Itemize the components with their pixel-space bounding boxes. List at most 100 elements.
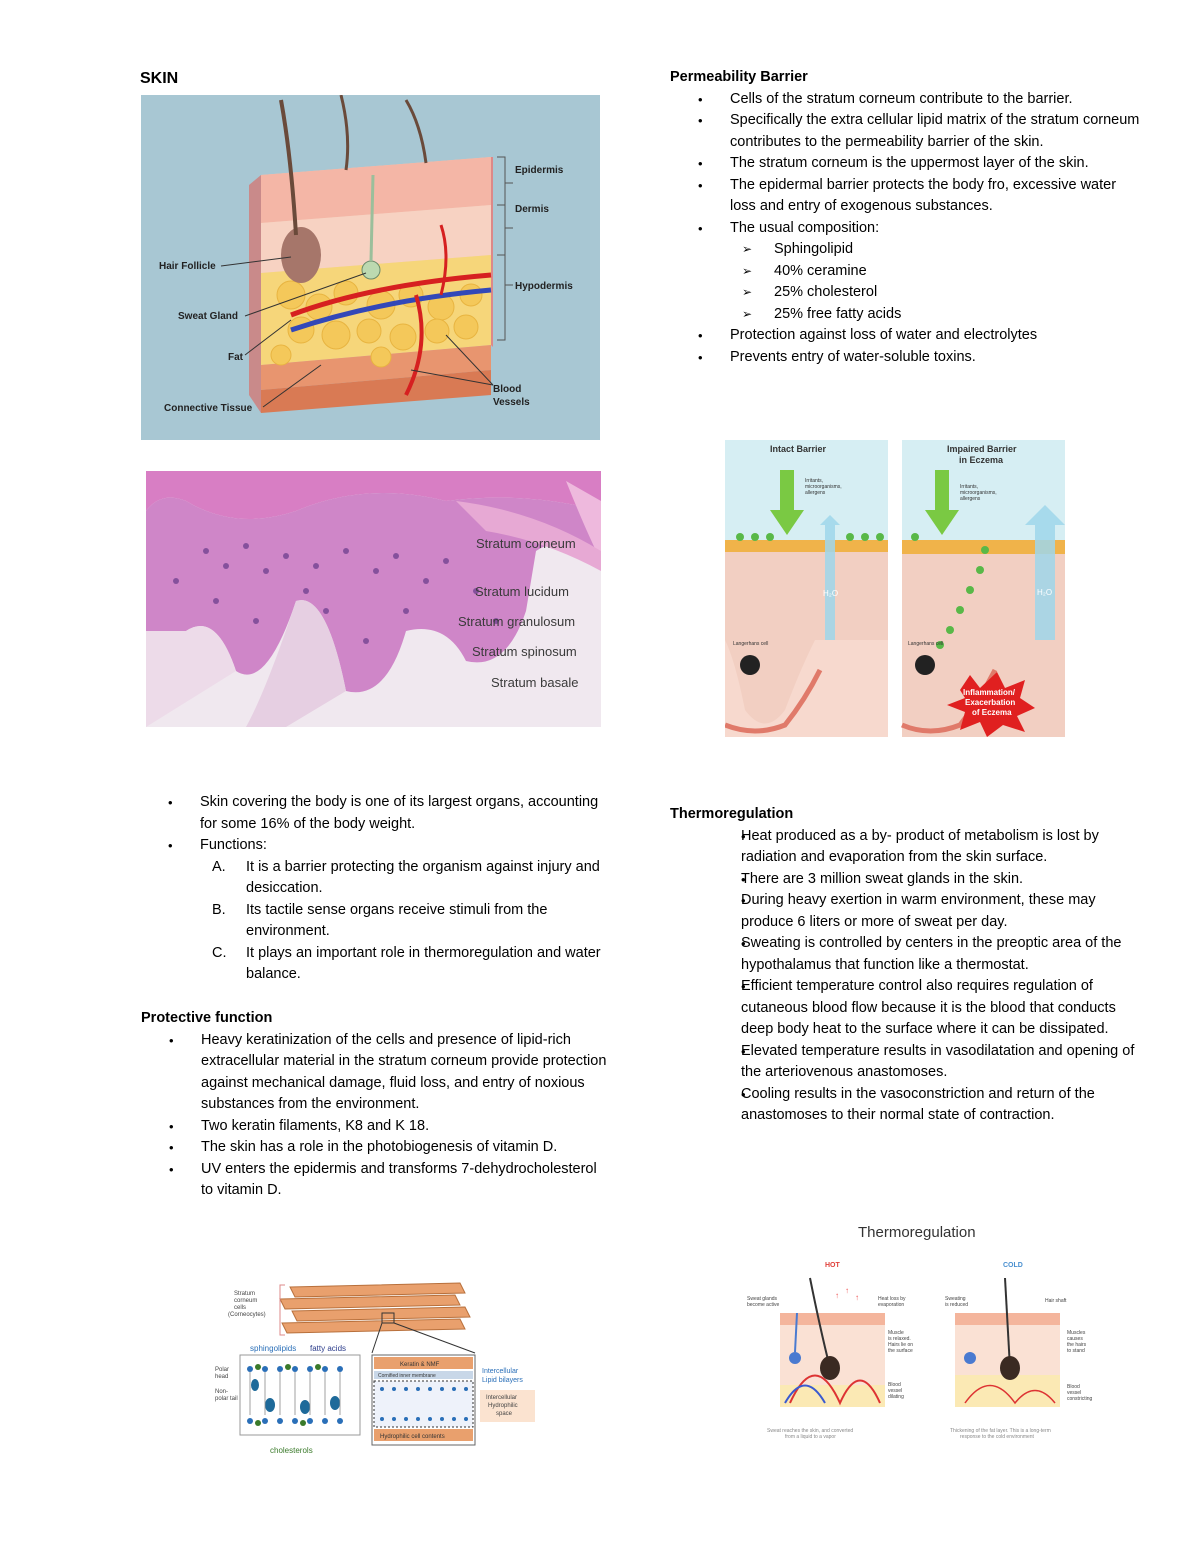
function-text: Its tactile sense organs receive stimuli… (246, 901, 548, 940)
protective-bullet: Heavy keratinization of the cells and pr… (141, 1030, 611, 1116)
lipid-label-cholesterols: cholesterols (270, 1446, 313, 1455)
thermo-cold-label: COLD (1003, 1262, 1023, 1269)
thermo-bullet: During heavy exertion in warm environmen… (670, 890, 1140, 933)
label-epidermis: Epidermis (515, 165, 564, 176)
thermo-sweat-active-0: Sweat glands (747, 1296, 778, 1302)
thermo-bullet: Efficient temperature control also requi… (670, 976, 1140, 1041)
histology-figure: Stratum corneum Stratum lucidum Stratum … (146, 471, 601, 727)
label-dermis: Dermis (515, 204, 549, 215)
thermo-heat-loss-1: evaporation (878, 1302, 904, 1308)
permeability-bullet: The epidermal barrier protects the body … (670, 175, 1140, 218)
thermoregulation-section: Thermoregulation Heat produced as a by- … (670, 804, 1140, 1127)
barrier-inflammation-0: Inflammation/ (963, 688, 1016, 697)
label-blood: Blood (493, 384, 521, 395)
protective-section: Protective function Heavy keratinization… (141, 1008, 611, 1202)
protective-bullet: UV enters the epidermis and transforms 7… (141, 1159, 611, 1202)
lipid-label-space-0: Intercellular (486, 1395, 517, 1401)
label-connective-tissue: Connective Tissue (164, 403, 253, 414)
permeability-section: Permeability Barrier Cells of the stratu… (670, 67, 1140, 368)
label-vessels: Vessels (493, 397, 530, 408)
thermo-muscles-0: Muscles (1067, 1330, 1086, 1336)
intro-bullet: Functions: (140, 835, 610, 857)
composition-item: 40% ceramine (730, 261, 1140, 283)
thermo-blood-dil-2: dilating (888, 1394, 904, 1400)
thermo-bullet: There are 3 million sweat glands in the … (670, 869, 1140, 891)
lipid-label-hydrophilic-contents: Hydrophilic cell contents (380, 1434, 445, 1440)
thermo-muscles-1: causes (1067, 1336, 1083, 1342)
function-text: It is a barrier protecting the organism … (246, 858, 600, 897)
thermo-heat-loss-0: Heat loss by (878, 1296, 906, 1302)
thermo-bullet: Cooling results in the vasoconstriction … (670, 1084, 1140, 1127)
thermo-sweating-0: Sweating (945, 1296, 966, 1302)
lipid-label-polar-0: Polar (215, 1367, 229, 1373)
protective-heading: Protective function (141, 1010, 273, 1026)
thermo-caption-cold-0: Thickening of the fat layer. This is a l… (950, 1428, 1051, 1434)
lipid-label-cornified: Cornified inner membrane (378, 1373, 436, 1379)
permeability-bullet: The stratum corneum is the uppermost lay… (670, 153, 1140, 175)
thermo-blood-dil-1: vessel (888, 1388, 902, 1394)
lipid-label-intercellular-1: Lipid bilayers (482, 1377, 523, 1384)
histology-label-lucidum: Stratum lucidum (475, 584, 569, 599)
function-marker: C. (212, 944, 227, 961)
lipid-label-space-2: space (496, 1411, 513, 1417)
lipid-label-stratum-2: cells (234, 1305, 246, 1311)
function-marker: B. (212, 901, 226, 918)
lipid-label-space-1: Hydrophilic (488, 1403, 518, 1409)
permeability-bullet: Prevents entry of water-soluble toxins. (670, 347, 1140, 369)
lipid-label-sphingolipids: sphingolipids (250, 1344, 296, 1353)
permeability-bullet: Cells of the stratum corneum contribute … (670, 89, 1140, 111)
thermoregulation-figure: Thermoregulation HOT COLD ↑↑↑ Sweat glan… (745, 1218, 1100, 1450)
composition-item: 25% free fatty acids (730, 304, 1140, 326)
histology-label-corneum: Stratum corneum (476, 536, 576, 551)
thermo-caption-cold-1: response to the cold environment (960, 1434, 1035, 1440)
svg-text:↑: ↑ (845, 1286, 849, 1295)
composition-item: 25% cholesterol (730, 282, 1140, 304)
page-heading: SKIN (140, 70, 179, 87)
permeability-heading: Permeability Barrier (670, 69, 808, 85)
lipid-label-intercellular-0: Intercellular (482, 1368, 519, 1375)
function-item-a: A. It is a barrier protecting the organis… (140, 857, 610, 900)
lipid-label-nonpolar-1: polar tail (215, 1396, 238, 1402)
barrier-label-impaired-0: Impaired Barrier (947, 444, 1017, 454)
thermo-blood-dil-0: Blood (888, 1382, 901, 1388)
barrier-label-intact: Intact Barrier (770, 444, 827, 454)
thermo-bullet: Elevated temperature results in vasodila… (670, 1041, 1140, 1084)
function-item-c: C.It plays an important role in thermore… (140, 943, 610, 986)
thermo-bullet: Sweating is controlled by centers in the… (670, 933, 1140, 976)
label-fat: Fat (228, 352, 244, 363)
barrier-h2o-right: H₂O (1037, 588, 1052, 597)
permeability-bullet: Protection against loss of water and ele… (670, 325, 1140, 347)
permeability-bullet: Specifically the extra cellular lipid ma… (670, 110, 1140, 153)
intro-bullet: Skin covering the body is one of its lar… (140, 792, 610, 835)
thermo-caption-hot-0: Sweat reaches the skin, and converted (767, 1428, 853, 1434)
barrier-langerhans-right: Langerhans cell (908, 641, 943, 647)
barrier-label-impaired-1: in Eczema (959, 455, 1004, 465)
composition-item: Sphingolipid (730, 239, 1140, 261)
histology-label-basale: Stratum basale (491, 675, 578, 690)
barrier-irritants-r-2: allergens (960, 496, 981, 502)
thermo-blood-con-2: constricting (1067, 1396, 1093, 1402)
lipid-label-fatty-acids: fatty acids (310, 1344, 346, 1353)
lipid-label-stratum-3: (Corneocytes) (228, 1312, 266, 1318)
barrier-irritants-r-0: Irritants, (960, 484, 978, 490)
thermo-muscle-0: Muscle (888, 1330, 904, 1336)
svg-text:↑: ↑ (835, 1291, 839, 1300)
barrier-irritants-1: microorganisms, (805, 484, 842, 490)
lipid-label-stratum-1: corneum (234, 1298, 257, 1304)
histology-label-spinosum: Stratum spinosum (472, 644, 577, 659)
barrier-inflammation-2: of Eczema (972, 708, 1012, 717)
thermo-blood-con-0: Blood (1067, 1384, 1080, 1390)
label-sweat-gland: Sweat Gland (178, 311, 238, 322)
lipid-label-nonpolar-0: Non- (215, 1389, 228, 1395)
lipid-label-stratum-0: Stratum (234, 1291, 255, 1297)
thermo-muscle-1: is relaxed. (888, 1336, 911, 1342)
skin-anatomy-figure: Epidermis Dermis Hypodermis Hair Follicl… (141, 94, 600, 440)
thermo-blood-con-1: vessel (1067, 1390, 1081, 1396)
protective-bullet: Two keratin filaments, K8 and K 18. (141, 1116, 611, 1138)
permeability-bullet: The usual composition: (670, 218, 1140, 240)
barrier-irritants-2: allergens (805, 490, 826, 496)
thermo-muscles-3: to stand (1067, 1348, 1085, 1354)
barrier-irritants-0: Irritants, (805, 478, 823, 484)
eczema-barrier-figure: Intact Barrier Irritants, microorganisms… (724, 440, 1065, 737)
function-marker: A. (212, 858, 226, 875)
